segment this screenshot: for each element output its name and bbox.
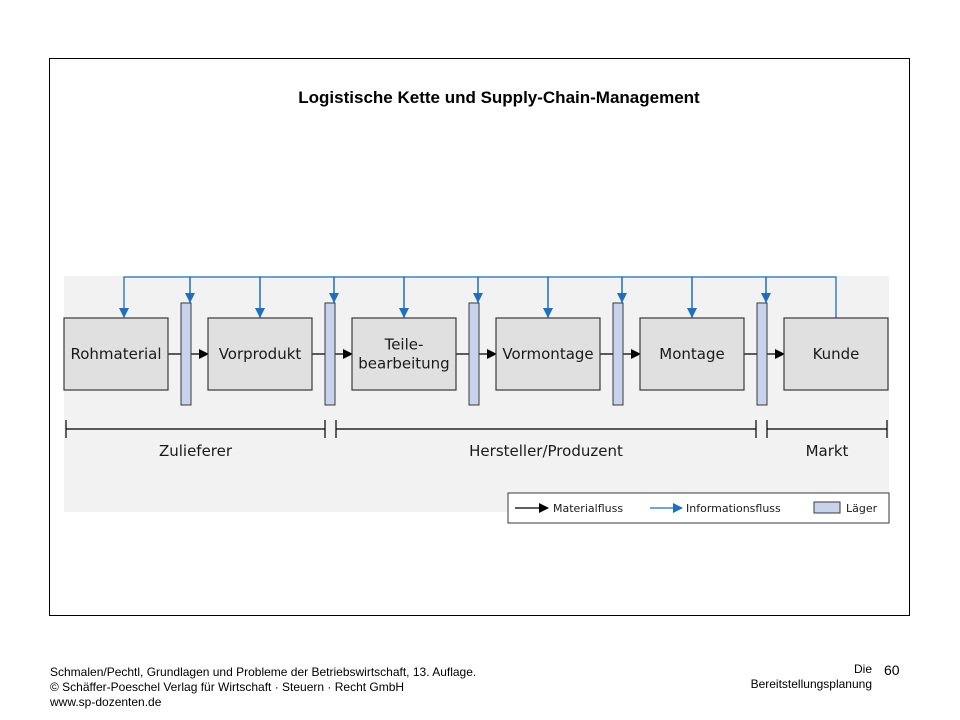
stage-boxes: Rohmaterial Vorprodukt Teile-bearbeitung Vo… (63, 317, 889, 391)
information-arrow-7 (399, 276, 479, 318)
stage-label: Montage (659, 345, 724, 363)
segment-2: Markt (766, 420, 888, 460)
stage-label: bearbeitung (358, 355, 449, 373)
page-number: 60 (884, 662, 900, 678)
footer-chapter: Die Bereitstellungsplanung (700, 662, 872, 692)
stage-box-0: Rohmaterial (63, 317, 169, 391)
stage-box-3: Vormontage (495, 317, 601, 391)
information-arrow-6 (255, 276, 335, 318)
stage-box-2: Teile-bearbeitung (351, 317, 457, 391)
legend-information-label: Informationsfluss (686, 502, 781, 515)
stage-box-1: Vorprodukt (207, 317, 313, 391)
chapter-line-1: Die (853, 662, 872, 676)
stage-label: Teile- (384, 336, 424, 354)
storage-bar-2 (468, 302, 480, 406)
storage-bar-3 (612, 302, 624, 406)
information-arrow-5 (119, 276, 191, 318)
footer-citation-block: Schmalen/Pechtl, Grundlagen und Probleme… (50, 665, 476, 710)
stage-box-5: Kunde (783, 317, 889, 391)
footer-citation: Schmalen/Pechtl, Grundlagen und Probleme… (50, 665, 477, 679)
stage-box-4: Montage (639, 317, 745, 391)
stage-label: Kunde (813, 345, 860, 363)
stage-label: Vorprodukt (219, 345, 302, 363)
information-arrow-8 (543, 276, 623, 318)
segment-label: Zulieferer (159, 442, 233, 460)
storage-bars (180, 302, 768, 406)
segment-brackets: Zulieferer Hersteller/Produzent Markt (65, 420, 888, 460)
segment-label: Hersteller/Produzent (469, 442, 623, 460)
footer-copyright: © Schäffer-Poeschel Verlag für Wirtschaf… (50, 680, 405, 694)
chapter-line-2: Bereitstellungsplanung (750, 677, 872, 691)
stage-label: Rohmaterial (70, 345, 161, 363)
legend: Materialfluss Informationsfluss Läger (507, 492, 890, 524)
footer-website[interactable]: www.sp-dozenten.de (50, 695, 162, 709)
storage-bar-0 (180, 302, 192, 406)
stage-label: Vormontage (502, 345, 593, 363)
legend-material-label: Materialfluss (553, 502, 623, 515)
legend-storage-swatch (813, 501, 841, 514)
information-arrow-9 (687, 276, 767, 318)
storage-bar-4 (756, 302, 768, 406)
information-flow-arrows (119, 276, 837, 318)
segment-label: Markt (806, 442, 849, 460)
legend-storage-label: Läger (846, 502, 878, 515)
segment-0: Zulieferer (65, 420, 326, 460)
diagram-title: Logistische Kette und Supply-Chain-Manag… (298, 88, 700, 107)
segment-1: Hersteller/Produzent (335, 420, 757, 460)
storage-bar-1 (324, 302, 336, 406)
